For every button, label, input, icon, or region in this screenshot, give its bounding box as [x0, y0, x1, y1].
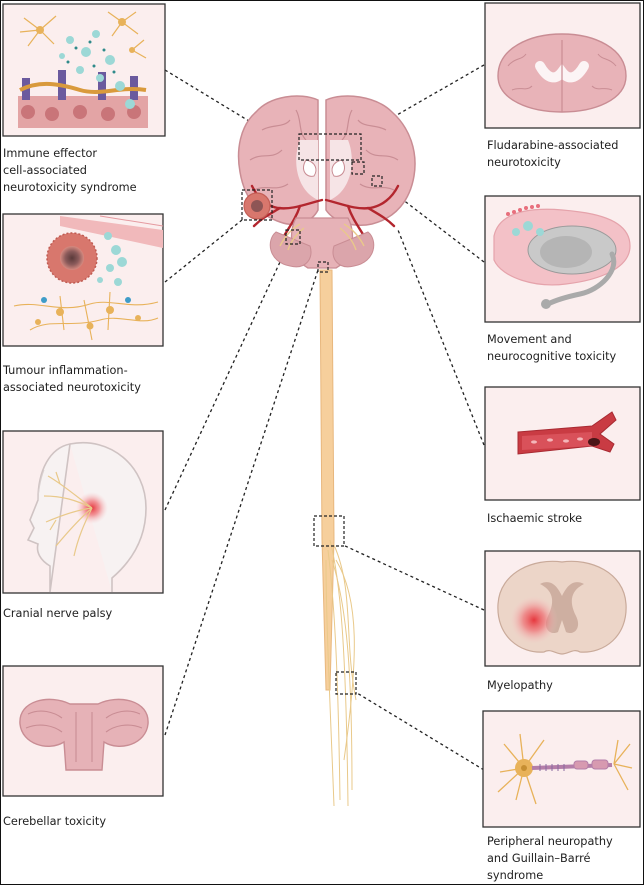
- movement-label-line: neurocognitive toxicity: [487, 350, 617, 363]
- movement-panel: [484, 195, 641, 323]
- peripheral-label-line: syndrome: [487, 869, 544, 882]
- peripheral-label-line: and Guillain–Barré: [487, 852, 591, 865]
- myelopathy-label: Myelopathy: [487, 677, 553, 694]
- icans-label-line: neurotoxicity syndrome: [3, 181, 137, 194]
- fludarabine-label-line: neurotoxicity: [487, 156, 561, 169]
- movement-label: Movement and neurocognitive toxicity: [487, 331, 616, 365]
- cerebellar-label-line: Cerebellar toxicity: [3, 815, 107, 828]
- tian-label: Tumour inflammation- associated neurotox…: [3, 362, 141, 396]
- tian-label-line: Tumour inflammation-: [3, 364, 128, 377]
- stroke-label-line: Ischaemic stroke: [487, 512, 583, 525]
- cranial-label-line: Cranial nerve palsy: [3, 607, 113, 620]
- spinal-cord: [319, 269, 357, 807]
- stroke-label: Ischaemic stroke: [487, 510, 582, 527]
- icans-panel: [2, 3, 166, 137]
- cerebellar-panel: [2, 665, 164, 797]
- cranial-label: Cranial nerve palsy: [3, 605, 112, 622]
- icans-label-line: cell-associated: [3, 164, 87, 177]
- fludarabine-panel: [484, 2, 641, 129]
- myelopathy-panel: [484, 550, 641, 667]
- movement-label-line: Movement and: [487, 333, 572, 346]
- icans-label-line: Immune effector: [3, 147, 98, 160]
- myelopathy-label-line: Myelopathy: [487, 679, 553, 692]
- fludarabine-label-line: Fludarabine-associated: [487, 139, 619, 152]
- cranial-panel: [2, 430, 164, 594]
- tian-panel: [2, 213, 164, 347]
- fludarabine-label: Fludarabine-associated neurotoxicity: [487, 137, 618, 171]
- tian-label-line: associated neurotoxicity: [3, 381, 141, 394]
- central-brain: [237, 95, 416, 269]
- peripheral-label: Peripheral neuropathy and Guillain–Barré…: [487, 833, 613, 884]
- peripheral-label-line: Peripheral neuropathy: [487, 835, 613, 848]
- focus-boxes: [241, 133, 383, 695]
- peripheral-panel: [482, 710, 641, 828]
- stroke-panel: [484, 386, 641, 501]
- cerebellar-label: Cerebellar toxicity: [3, 813, 106, 830]
- icans-label: Immune effector cell-associated neurotox…: [3, 145, 137, 196]
